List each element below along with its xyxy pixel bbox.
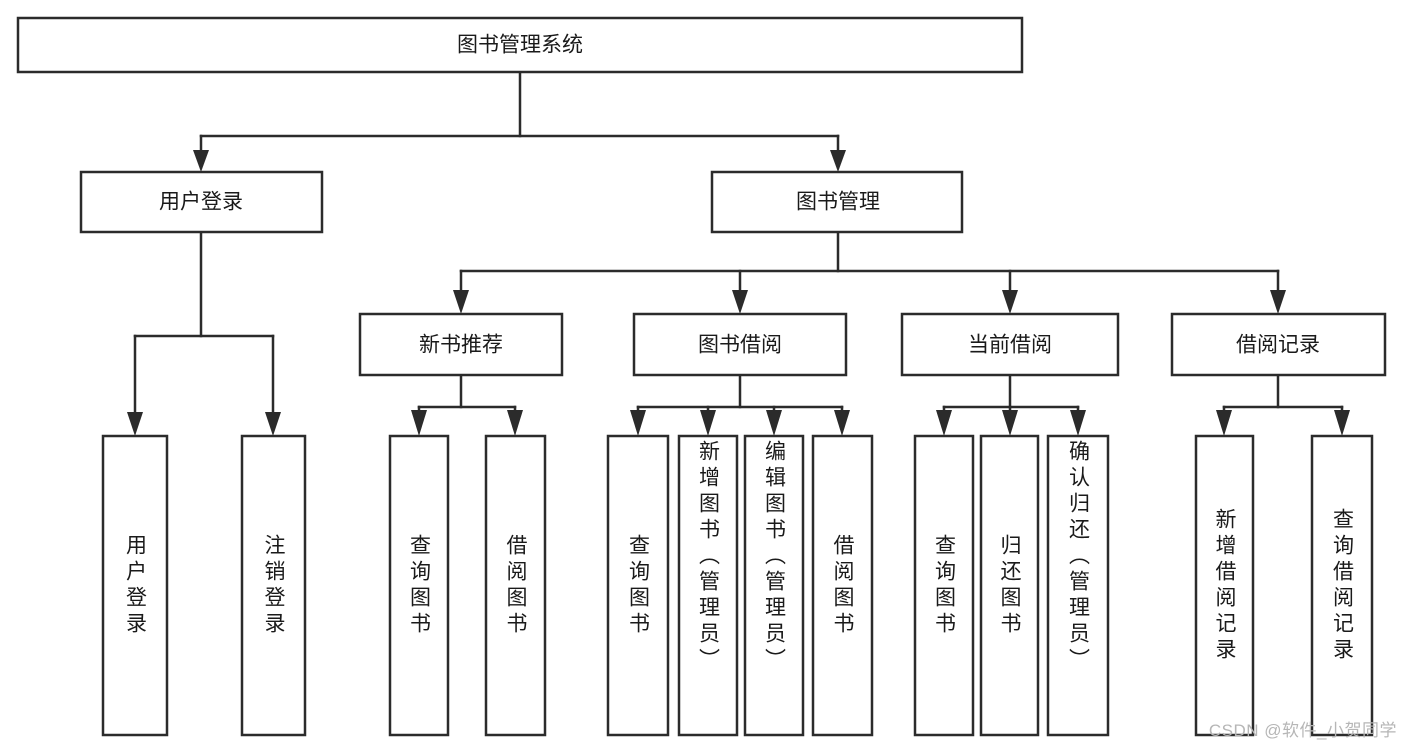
arrow-head-add-record	[1216, 410, 1232, 436]
arrow-head-logout-login	[265, 412, 281, 436]
arrow-head-query-book-1	[411, 410, 427, 436]
node-layer: 图书管理系统 用户登录 图书管理 新书推荐 图书借阅 当前借阅 借阅记录	[16, 16, 1387, 737]
arrow-head-return-book	[1002, 410, 1018, 436]
arrow-head-confirm-return	[1070, 410, 1086, 436]
arrow-head-add-book	[700, 410, 716, 436]
node-box-book-borrow[interactable]	[632, 312, 848, 377]
arrow-head-user-login	[127, 412, 143, 436]
arrow-head-bookmgmt	[830, 150, 846, 172]
arrow-head-query-book-2	[630, 410, 646, 436]
node-box-leaf-8[interactable]	[913, 434, 975, 737]
node-box-leaf-0[interactable]	[101, 434, 169, 737]
node-box-leaf-11[interactable]	[1194, 434, 1255, 737]
node-box-borrow-record[interactable]	[1170, 312, 1387, 377]
node-box-leaf-12[interactable]	[1310, 434, 1374, 737]
node-box-root[interactable]	[16, 16, 1024, 74]
node-label-user-login: 用户登录	[159, 191, 243, 214]
connector-layer	[127, 70, 1350, 436]
node-box-leaf-10[interactable]	[1046, 434, 1110, 737]
node-label-current-borrow: 当前借阅	[968, 334, 1052, 357]
node-box-user-login[interactable]	[79, 170, 324, 234]
node-box-leaf-7[interactable]	[811, 434, 874, 737]
node-box-leaf-2[interactable]	[388, 434, 450, 737]
node-label-book-management: 图书管理	[796, 191, 880, 214]
node-box-current-borrow[interactable]	[900, 312, 1120, 377]
node-box-leaf-4[interactable]	[606, 434, 670, 737]
node-box-leaf-3[interactable]	[484, 434, 547, 737]
csdn-watermark: CSDN @软件_小贺同学	[1208, 721, 1397, 740]
arrow-head-book-borrow	[732, 290, 748, 314]
node-box-book-management[interactable]	[710, 170, 964, 234]
arrow-head-query-record	[1334, 410, 1350, 436]
arrow-head-new-book-rec	[453, 290, 469, 314]
arrow-head-borrow-record	[1270, 290, 1286, 314]
arrow-head-borrow-book-1	[507, 410, 523, 436]
node-box-leaf-9[interactable]	[979, 434, 1040, 737]
node-box-leaf-1[interactable]	[240, 434, 307, 737]
arrow-head-edit-book	[766, 410, 782, 436]
node-label-borrow-record: 借阅记录	[1236, 334, 1320, 357]
arrow-head-query-book-3	[936, 410, 952, 436]
arrow-head-current-borrow	[1002, 290, 1018, 314]
node-label-root: 图书管理系统	[457, 34, 583, 57]
node-box-new-book-recommend[interactable]	[358, 312, 564, 377]
arrow-head-login	[193, 150, 209, 172]
node-label-new-book-recommend: 新书推荐	[419, 334, 503, 357]
node-box-leaf-6[interactable]	[743, 434, 805, 737]
arrow-head-borrow-book-2	[834, 410, 850, 436]
node-label-book-borrow: 图书借阅	[698, 334, 782, 357]
node-box-leaf-5[interactable]	[677, 434, 739, 737]
